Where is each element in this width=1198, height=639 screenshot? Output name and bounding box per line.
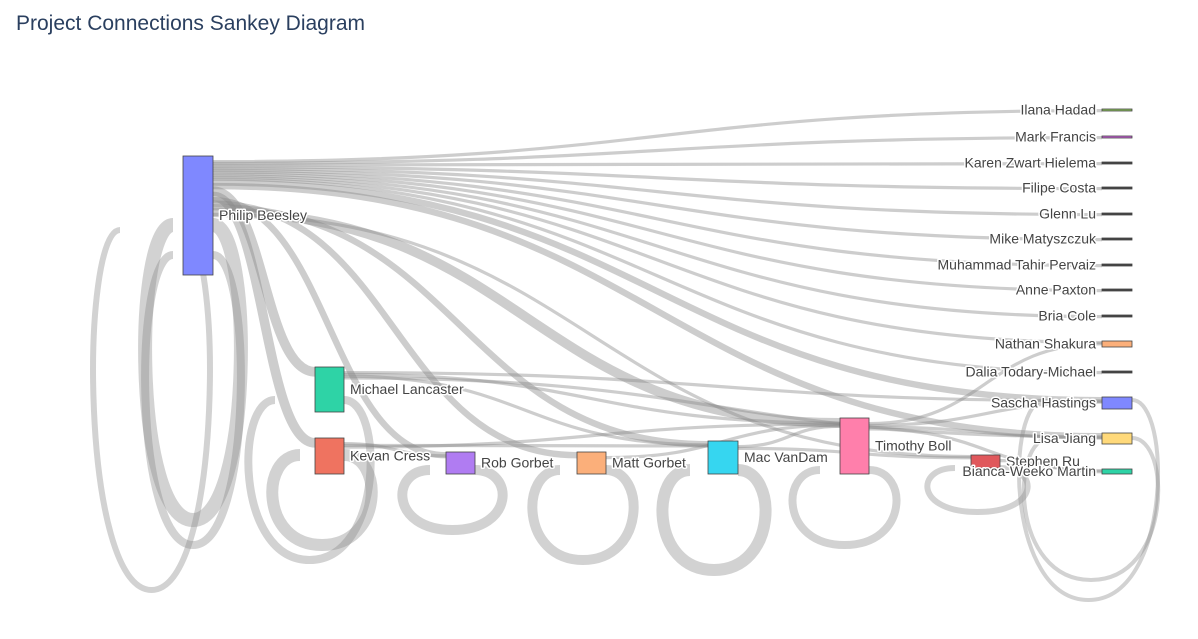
node-label-matt: Matt Gorbet — [612, 455, 686, 471]
link-philip-sascha[interactable] — [212, 179, 1103, 404]
link-loop — [266, 449, 378, 552]
node-mac[interactable] — [707, 440, 739, 475]
link-loop — [1021, 436, 1161, 583]
node-lisa[interactable] — [1101, 432, 1133, 445]
node-label-lisa: Lisa Jiang — [1033, 430, 1096, 446]
node-label-karen: Karen Zwart Hielema — [965, 155, 1097, 171]
link-philip-stephen[interactable] — [212, 212, 972, 459]
node-label-michael: Michael Lancaster — [350, 381, 464, 397]
link-timothy-lisa[interactable] — [868, 425, 1103, 440]
node-label-nathan: Nathan Shakura — [995, 336, 1096, 352]
node-label-philip: Philip Beesley — [219, 207, 307, 223]
link-philip-karen[interactable] — [212, 162, 1103, 167]
link-philip-mike[interactable] — [212, 168, 1103, 242]
link-mac-timothy[interactable] — [737, 424, 841, 449]
node-label-ilana: Ilana Hadad — [1020, 102, 1096, 118]
link-timothy-sascha[interactable] — [868, 400, 1103, 427]
node-label-filipe: Filipe Costa — [1022, 180, 1096, 196]
link-philip-mac[interactable] — [212, 204, 709, 448]
node-label-rob: Rob Gorbet — [481, 455, 553, 471]
link-stephen-bianca[interactable] — [999, 459, 1103, 474]
node-label-muhammad: Muhammad Tahir Pervaiz — [938, 257, 1096, 273]
link-loop — [141, 251, 245, 550]
node-label-mark: Mark Francis — [1015, 129, 1096, 145]
node-mark[interactable] — [1101, 135, 1133, 139]
link-michael-sascha[interactable] — [343, 371, 1103, 403]
node-label-anne: Anne Paxton — [1016, 282, 1096, 298]
node-kevan[interactable] — [314, 437, 345, 475]
node-label-glenn: Glenn Lu — [1039, 206, 1096, 222]
node-rob[interactable] — [445, 451, 476, 475]
link-philip-dalia[interactable] — [212, 177, 1103, 375]
node-label-kevan: Kevan Cress — [350, 448, 430, 464]
node-label-stephen: Stephen Ru — [1006, 453, 1080, 469]
link-philip-ilana[interactable] — [212, 109, 1103, 164]
link-philip-lisa[interactable] — [212, 182, 1103, 440]
link-timothy-nathan[interactable] — [868, 342, 1103, 426]
node-timothy[interactable] — [839, 417, 870, 475]
node-michael[interactable] — [314, 366, 345, 413]
node-bria[interactable] — [1101, 314, 1133, 318]
link-michael-timothy[interactable] — [343, 372, 841, 425]
node-ilana[interactable] — [1101, 108, 1133, 112]
node-mike[interactable] — [1101, 237, 1133, 241]
link-loop — [527, 465, 639, 566]
link-kevan-timothy[interactable] — [343, 422, 841, 449]
link-philip-nathan[interactable] — [212, 175, 1103, 345]
link-loop — [788, 466, 901, 550]
link-philip-rob[interactable] — [212, 196, 447, 459]
node-karen[interactable] — [1101, 161, 1133, 165]
node-stephen[interactable] — [970, 454, 1001, 469]
node-label-sascha: Sascha Hastings — [991, 395, 1096, 411]
link-philip-muhammad[interactable] — [212, 170, 1103, 268]
link-loop — [924, 465, 1031, 516]
link-philip-anne[interactable] — [212, 172, 1103, 293]
link-timothy-bianca[interactable] — [868, 427, 1103, 473]
link-loop — [244, 396, 375, 565]
link-michael-lisa[interactable] — [343, 376, 1103, 439]
link-philip-mark[interactable] — [212, 136, 1103, 165]
chart-title: Project Connections Sankey Diagram — [16, 12, 366, 35]
node-filipe[interactable] — [1101, 186, 1133, 190]
node-muhammad[interactable] — [1101, 263, 1133, 267]
node-nathan[interactable] — [1101, 340, 1133, 348]
link-loop — [656, 464, 772, 577]
link-loop — [397, 465, 508, 536]
link-loop — [138, 218, 248, 528]
node-label-bria: Bria Cole — [1038, 308, 1096, 324]
node-label-timothy: Timothy Boll — [875, 438, 952, 454]
nodes-layer — [182, 108, 1133, 475]
link-philip-filipe[interactable] — [212, 165, 1103, 191]
link-philip-glenn[interactable] — [212, 167, 1103, 217]
node-bianca[interactable] — [1101, 468, 1133, 475]
link-philip-timothy[interactable] — [212, 207, 841, 428]
link-philip-michael[interactable] — [212, 186, 316, 377]
node-matt[interactable] — [576, 451, 607, 475]
node-label-mike: Mike Matyszczuk — [989, 231, 1097, 247]
link-kevan-rob[interactable] — [343, 442, 447, 458]
link-philip-matt[interactable] — [212, 200, 578, 459]
link-philip-kevan[interactable] — [211, 191, 317, 448]
node-glenn[interactable] — [1101, 212, 1133, 216]
node-dalia[interactable] — [1101, 370, 1133, 374]
node-label-dalia: Dalia Todary-Michael — [966, 364, 1096, 380]
link-philip-bria[interactable] — [212, 174, 1103, 319]
links-layer — [90, 109, 1161, 603]
node-sascha[interactable] — [1101, 396, 1133, 410]
link-loop — [90, 227, 213, 594]
link-loop — [1017, 398, 1160, 603]
node-anne[interactable] — [1101, 288, 1133, 292]
node-philip[interactable] — [182, 155, 214, 276]
link-michael-mac[interactable] — [343, 374, 709, 447]
node-label-bianca: Bianca-Weeko Martin — [962, 463, 1096, 479]
node-label-mac: Mac VanDam — [744, 449, 828, 465]
link-kevan-mac[interactable] — [343, 443, 709, 448]
